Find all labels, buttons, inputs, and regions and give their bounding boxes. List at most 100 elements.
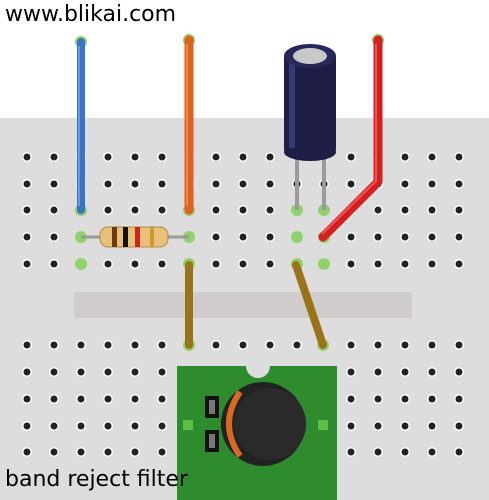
breadboard-hole-center	[77, 395, 85, 403]
capacitor	[284, 44, 336, 210]
breadboard-hole-center	[266, 260, 274, 268]
breadboard-hole-center	[131, 448, 139, 456]
breadboard-hole-center	[23, 422, 31, 430]
breadboard-hole-center	[428, 395, 436, 403]
breadboard-hole-center	[347, 180, 355, 188]
breadboard-hole-center	[158, 368, 166, 376]
breadboard-hole-center	[374, 233, 382, 241]
breadboard-hole-center	[23, 395, 31, 403]
breadboard-hole-center	[50, 422, 58, 430]
breadboard-hole-center	[401, 341, 409, 349]
breadboard-hole-center	[401, 233, 409, 241]
breadboard-hole-center	[23, 180, 31, 188]
red-wire	[318, 35, 383, 242]
breadboard-hole-center	[428, 206, 436, 214]
breadboard-hole-center	[23, 153, 31, 161]
breadboard-hole-center	[374, 422, 382, 430]
breadboard-hole-center	[77, 422, 85, 430]
breadboard-hole-center	[455, 341, 463, 349]
breadboard-hole-center	[455, 233, 463, 241]
breadboard-hole-center	[131, 260, 139, 268]
breadboard-hole-center	[104, 395, 112, 403]
breadboard-hole-center	[239, 341, 247, 349]
brown-wire-right	[292, 261, 327, 349]
breadboard-hole-center	[50, 341, 58, 349]
breadboard-hole-center	[77, 341, 85, 349]
resistor	[81, 226, 189, 248]
breadboard-hole-center	[428, 260, 436, 268]
breadboard-hole-center	[401, 422, 409, 430]
breadboard-hole-center	[104, 341, 112, 349]
breadboard-hole-center	[428, 341, 436, 349]
breadboard-hole-center	[104, 368, 112, 376]
breadboard-hole-center	[347, 233, 355, 241]
breadboard-hole-center	[212, 260, 220, 268]
breadboard-hole-center	[77, 368, 85, 376]
breadboard-hole-center	[374, 448, 382, 456]
breadboard-hole-center	[347, 341, 355, 349]
breadboard-hole-center	[374, 260, 382, 268]
breadboard-hole-center	[428, 422, 436, 430]
breadboard-hole-center	[77, 448, 85, 456]
breadboard-hole-center	[374, 341, 382, 349]
breadboard-hole-center	[104, 260, 112, 268]
breadboard-hole-center	[50, 206, 58, 214]
breadboard-hole-center	[455, 395, 463, 403]
breadboard-hole-center	[50, 233, 58, 241]
breadboard-hole-center	[50, 395, 58, 403]
breadboard-hole-center	[293, 341, 301, 349]
breadboard-hole-center	[104, 206, 112, 214]
breadboard-hole-center	[239, 206, 247, 214]
breadboard-hole-center	[131, 153, 139, 161]
breadboard-hole-center	[347, 368, 355, 376]
breadboard-hole-center	[347, 448, 355, 456]
breadboard-hole-center	[455, 206, 463, 214]
breadboard-hole-center	[266, 233, 274, 241]
orange-wire	[184, 35, 194, 215]
breadboard-hole-center	[347, 260, 355, 268]
breadboard-hole-center	[50, 368, 58, 376]
breadboard-hole-center	[50, 180, 58, 188]
breadboard-hole-center	[266, 206, 274, 214]
breadboard-hole-center	[158, 341, 166, 349]
breadboard-hole-center	[374, 395, 382, 403]
diagram-caption: band reject filter	[5, 467, 188, 492]
breadboard-hole-center	[266, 153, 274, 161]
breadboard-hole-center	[131, 341, 139, 349]
breadboard-hole-center	[158, 260, 166, 268]
breadboard-hole-center	[23, 448, 31, 456]
breadboard-hole-center	[158, 422, 166, 430]
breadboard-hole-center	[23, 341, 31, 349]
connected-hole	[291, 231, 303, 243]
breadboard-hole-center	[212, 233, 220, 241]
breadboard-hole-center	[158, 153, 166, 161]
breadboard-hole-center	[401, 153, 409, 161]
breadboard-hole-center	[50, 153, 58, 161]
site-url: www.blikai.com	[5, 2, 177, 27]
breadboard-hole-center	[401, 180, 409, 188]
breadboard-hole-center	[104, 153, 112, 161]
breadboard-hole-center	[266, 341, 274, 349]
breadboard-hole-center	[212, 180, 220, 188]
breadboard-hole-center	[131, 368, 139, 376]
breadboard-hole-center	[158, 180, 166, 188]
breadboard-hole-center	[158, 448, 166, 456]
breadboard-hole-center	[455, 368, 463, 376]
breadboard-hole-center	[23, 260, 31, 268]
breadboard-hole-center	[401, 368, 409, 376]
breadboard-hole-center	[239, 233, 247, 241]
breadboard-hole-center	[23, 206, 31, 214]
breadboard-hole-center	[212, 206, 220, 214]
breadboard-hole-center	[401, 260, 409, 268]
breadboard-hole-center	[158, 206, 166, 214]
breadboard-hole-center	[50, 448, 58, 456]
breadboard-hole-center	[428, 180, 436, 188]
connected-hole	[75, 258, 87, 270]
breadboard-hole-center	[212, 153, 220, 161]
connected-hole	[318, 258, 330, 270]
breadboard-hole-center	[428, 368, 436, 376]
breadboard-hole-center	[455, 180, 463, 188]
breadboard-hole-center	[104, 180, 112, 188]
inductor-module	[177, 366, 337, 500]
